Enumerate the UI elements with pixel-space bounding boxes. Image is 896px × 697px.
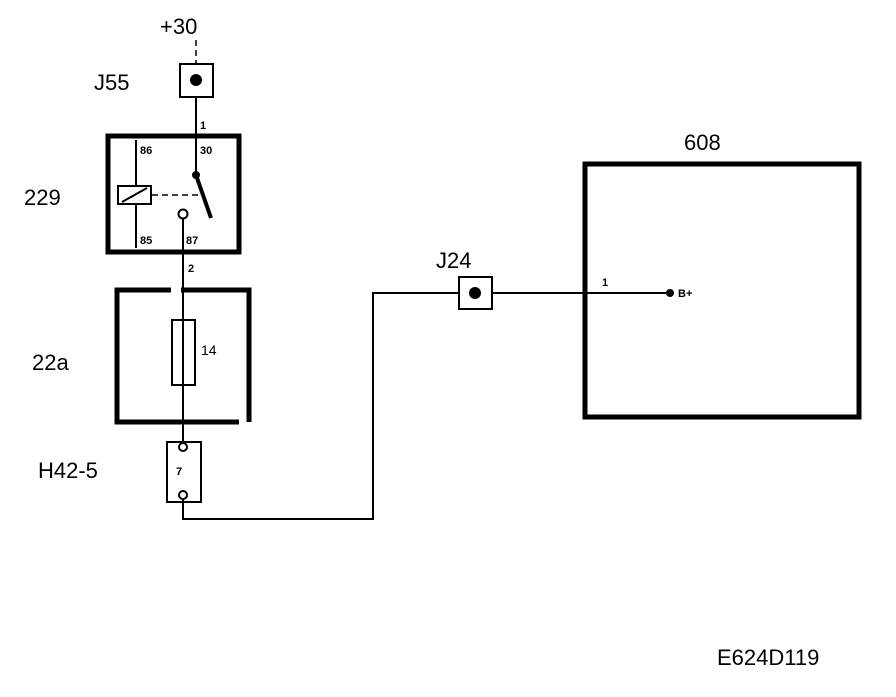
j55-pin-label: 1: [200, 120, 206, 132]
module-608-label: 608: [684, 130, 721, 155]
j55-terminal-dot: [190, 74, 202, 86]
supply-label: +30: [160, 14, 197, 39]
j24-terminal-dot: [469, 287, 481, 299]
relay-coil-diagonal: [121, 187, 148, 203]
relay-switch-blade: [194, 174, 213, 219]
h42-pin-bottom: [178, 490, 188, 500]
module-608-box: [582, 161, 862, 420]
relay-229-label: 229: [24, 185, 61, 210]
module-608-terminal-label: B+: [678, 288, 692, 300]
relay-pin-86: 86: [140, 145, 152, 157]
relay-pin-30: 30: [200, 145, 212, 157]
figure-code: E624D119: [717, 645, 819, 670]
j55-label: J55: [94, 70, 129, 95]
h42-pin-top: [178, 442, 188, 452]
wire-h42-to-j24: [182, 292, 459, 520]
relay-229-box: [105, 133, 242, 255]
fuse-number-label: 14: [201, 342, 217, 358]
relay-out-pin-label: 2: [188, 263, 194, 275]
relay-pin-85: 85: [140, 235, 152, 247]
relay-contact-87: [177, 208, 189, 220]
h42-pin-label: 7: [176, 466, 182, 478]
j24-label: J24: [436, 248, 471, 273]
fuse-box-22a-label: 22a: [32, 350, 69, 375]
relay-pin-87: 87: [186, 235, 198, 247]
h42-label: H42-5: [38, 458, 98, 483]
module-608-pin-label: 1: [602, 277, 608, 289]
module-608-terminal-dot: [666, 289, 674, 297]
